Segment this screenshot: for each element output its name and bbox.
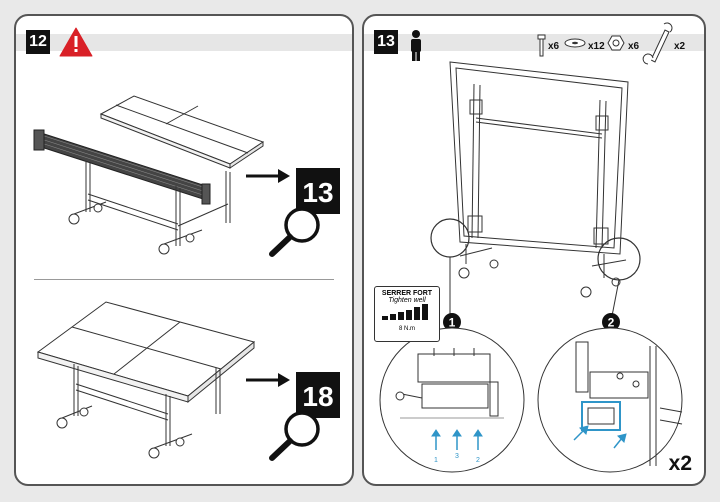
torque-subtitle: Tighten well: [388, 297, 426, 304]
table-with-net: [33, 95, 265, 255]
step-header-band: [16, 34, 352, 51]
arrow-icon: [246, 373, 290, 387]
step-13-panel: 13: [362, 14, 706, 486]
ref-step-18-label: 18: [302, 381, 333, 412]
wrench-icon: [642, 22, 673, 65]
nut-qty: x6: [628, 41, 640, 52]
step-13-illustration: 1 2 1 3 2: [379, 22, 683, 473]
torque-label: SERRER FORT Tighten well 8 N.m: [374, 286, 440, 342]
torque-bars-icon: [382, 304, 428, 320]
torque-value: 8 N.m: [398, 326, 415, 332]
bolt-qty: x6: [548, 41, 560, 52]
callout-1: 1: [443, 313, 461, 331]
arrow-icon: [431, 429, 483, 450]
step-12-panel: 12: [14, 14, 354, 486]
arrow-label: 1: [434, 457, 438, 464]
arrow-label: 2: [476, 457, 480, 464]
step-12-illustration: 13 18: [33, 27, 340, 461]
bolt-icon: [537, 34, 546, 57]
callout-2: 2: [602, 313, 620, 331]
washer-icon: [564, 38, 586, 48]
repeat-multiplier: x2: [668, 452, 692, 475]
ref-step-13-label: 13: [302, 177, 333, 208]
step-number: 13: [374, 30, 398, 54]
svg-text:2: 2: [608, 316, 615, 330]
table-without-net: [36, 301, 256, 459]
table-half-frame: [449, 61, 629, 298]
wrench-qty: x2: [674, 41, 686, 52]
detail-2-zoom: [537, 327, 683, 473]
washer-qty: x12: [588, 41, 605, 52]
arrow-label: 3: [455, 453, 459, 460]
arrow-icon: [573, 425, 627, 449]
highlight-box: [581, 401, 621, 431]
magnifier-icon: 18: [269, 372, 340, 461]
panel-divider: [34, 279, 334, 280]
step-number: 12: [26, 30, 50, 54]
magnifier-icon: 13: [269, 168, 340, 257]
svg-text:1: 1: [449, 316, 456, 330]
torque-title: SERRER FORT: [381, 290, 433, 297]
nut-icon: [607, 35, 625, 51]
person-icon: [411, 30, 421, 61]
arrow-icon: [246, 169, 290, 183]
detail-1-zoom: [379, 327, 525, 473]
warning-icon: [59, 27, 93, 57]
